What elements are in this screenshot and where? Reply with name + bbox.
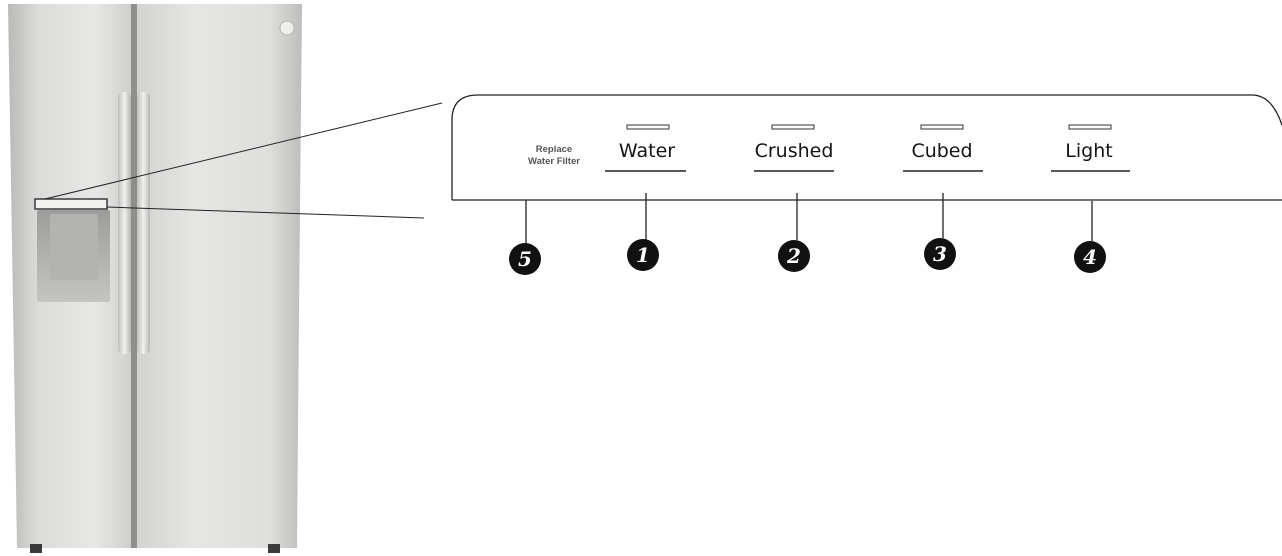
light-indicator-light	[1068, 124, 1112, 130]
cubed-button[interactable]: Cubed 3	[903, 124, 983, 270]
zoom-line-bottom	[106, 206, 425, 219]
cubed-button-label: Cubed	[911, 140, 972, 162]
callout-badge-2	[778, 240, 810, 272]
refrigerator	[8, 4, 302, 553]
callout-number-1: 1	[636, 243, 650, 267]
callout-number-2: 2	[786, 244, 801, 268]
control-panel-enlarged: Replace Water Filter 5 Water 1 Crushed 2	[451, 94, 1282, 275]
dispenser-paddle	[50, 214, 98, 280]
callout-number-4: 4	[1083, 245, 1097, 269]
door-seam	[131, 4, 137, 548]
callout-number-5: 5	[518, 247, 532, 271]
crushed-indicator-light	[771, 124, 815, 130]
callout-badge-4	[1074, 241, 1106, 273]
dispenser-control-panel	[34, 198, 108, 210]
brand-logo	[279, 20, 295, 36]
replace-filter-indicator: Replace Water Filter 5	[509, 144, 580, 275]
left-door-handle	[118, 92, 131, 354]
cubed-indicator-light	[920, 124, 964, 130]
water-button[interactable]: Water 1	[605, 124, 686, 271]
callout-number-3: 3	[933, 242, 947, 266]
callout-badge-3	[924, 238, 956, 270]
left-foot	[30, 544, 42, 553]
right-foot	[268, 544, 280, 553]
replace-filter-label-line2: Water Filter	[528, 156, 580, 167]
water-button-label: Water	[619, 140, 675, 162]
callout-badge-1	[627, 239, 659, 271]
callout-badge-5	[509, 243, 541, 275]
panel-outline	[451, 94, 1282, 200]
right-door-handle	[137, 92, 150, 354]
crushed-button-label: Crushed	[755, 140, 834, 162]
replace-filter-label-line1: Replace	[536, 144, 572, 155]
light-button-label: Light	[1065, 140, 1112, 162]
right-door	[137, 4, 302, 548]
water-indicator-light	[626, 124, 670, 130]
zoom-line-top	[44, 102, 443, 200]
crushed-button[interactable]: Crushed 2	[754, 124, 834, 272]
light-button[interactable]: Light 4	[1051, 124, 1130, 273]
